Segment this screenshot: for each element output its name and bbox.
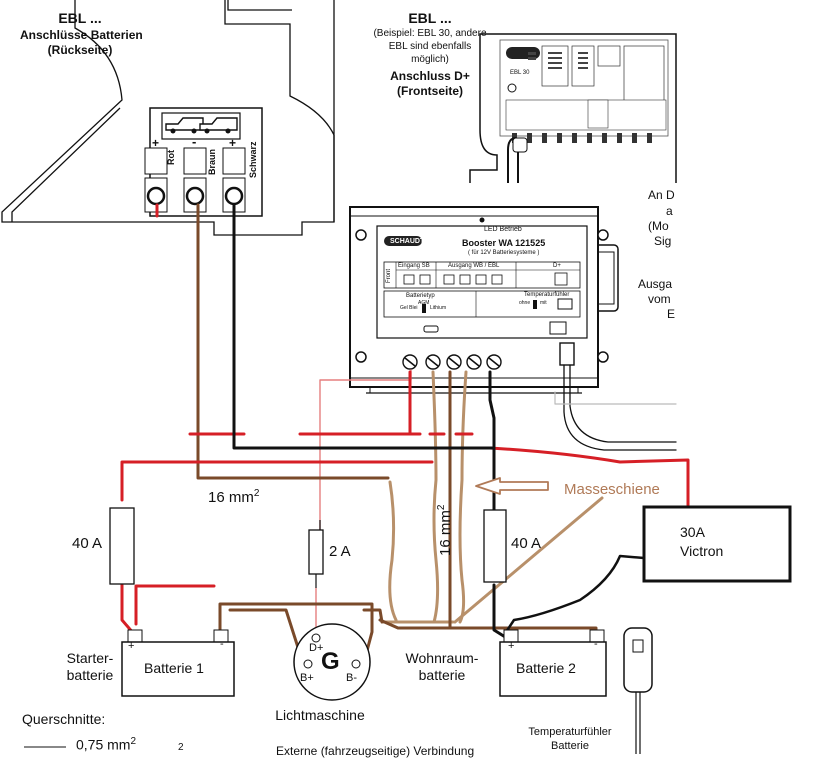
booster-unit [349, 206, 619, 394]
side-text-2: a [666, 204, 673, 218]
ebl-front-note3: möglich) [411, 54, 449, 65]
booster-model: Booster WA 121525 [462, 238, 546, 248]
battery-2-label: Batterie 2 [516, 660, 576, 676]
side-text-3: (Mo [648, 219, 669, 233]
booster-batterietyp: Batterietyp [406, 293, 435, 299]
fuse-right [483, 509, 507, 583]
legend-thin-value: 0,75 mm2 [76, 736, 137, 753]
side-text-6: vom [648, 292, 671, 306]
booster-lithium: Lithium [430, 305, 447, 311]
terminal-plus2-label: + [229, 136, 237, 150]
booster-mit: mit [540, 300, 547, 306]
booster-temperaturfuehler: Temperaturfühler [524, 292, 570, 298]
victron-line2: Victron [680, 543, 724, 559]
legend-title: Querschnitte: [22, 711, 106, 727]
booster-brand: SCHAUDT [390, 238, 425, 245]
cross-section-vertical: 16 mm2 [436, 504, 454, 556]
battery-1-plus: + [128, 640, 135, 652]
masseschiene-label: Masseschiene [564, 481, 660, 498]
booster-dplus-plug [559, 342, 575, 366]
ebl-terminal-block [144, 107, 263, 217]
alternator-dplus: D+ [309, 642, 324, 654]
temp-sensor-line2: Batterie [551, 740, 589, 752]
cross-section-top: 16 mm2 [208, 488, 260, 506]
booster-eingang: Eingang SB [398, 263, 430, 269]
booster-gel-blei: Gel Blei [400, 305, 418, 311]
ebl-brand-logo [506, 47, 540, 59]
fuse-mid-label: 2 A [329, 543, 351, 560]
booster-agm: AGM [418, 300, 430, 306]
fuse-mid [308, 529, 324, 575]
terminal-plus-label: + [152, 136, 160, 150]
legend-second-sup: 2 [178, 742, 184, 753]
side-text-7: E [667, 307, 676, 321]
starter-label-1: Starter- [66, 650, 114, 666]
wires [120, 203, 690, 754]
side-text-5: Ausga [638, 277, 673, 291]
ebl-back-housing [1, 0, 335, 236]
booster-front: Front [386, 268, 392, 283]
side-text-1: An D [648, 188, 675, 202]
terminal-rot-label: Rot [166, 150, 176, 165]
victron-box [642, 505, 792, 583]
legend-external: Externe (fahrzeugseitige) Verbindung [276, 744, 475, 758]
booster-brand-logo [384, 236, 422, 246]
house-battery [499, 629, 607, 697]
battery-1-minus: - [220, 638, 224, 650]
cross-section-vert-sup: 2 [436, 504, 447, 511]
booster-ohne: ohne [519, 300, 531, 306]
alternator-bplus: B+ [300, 672, 314, 684]
ebl-back-title: EBL ... [58, 10, 102, 26]
legend-thin-sup: 2 [130, 736, 137, 747]
terminal-schwarz [224, 186, 244, 206]
temperature-sensor [623, 627, 653, 693]
terminal-schwarz-label: Schwarz [248, 141, 258, 178]
alternator-bminus: B- [346, 672, 357, 684]
ebl-front-line2: (Frontseite) [397, 84, 463, 98]
ebl-back-line1: Anschlüsse Batterien [20, 28, 143, 42]
ebl-front-title: EBL ... [408, 10, 452, 26]
battery-2-plus: + [508, 640, 515, 652]
booster-subtitle: ( für 12V Batteriesysteme ) [468, 250, 540, 256]
booster-ausgang: Ausgang WB / EBL [448, 263, 500, 269]
terminal-rot [146, 186, 166, 206]
wohnraum-label-1: Wohnraum- [405, 650, 479, 666]
terminal-minus-label: - [192, 134, 197, 149]
side-text-4: Sig [654, 234, 672, 248]
terminal-braun [185, 186, 205, 206]
ebl-back-line2: (Rückseite) [47, 43, 113, 57]
fuse-left-label: 40 A [72, 535, 103, 552]
alternator [293, 623, 371, 701]
wohnraum-label-2: batterie [418, 667, 466, 683]
fuse-left [109, 507, 135, 585]
starter-battery [121, 629, 235, 697]
alternator-label: Lichtmaschine [275, 707, 365, 723]
alternator-letter: G [321, 648, 340, 675]
ebl-front-note2: EBL sind ebenfalls [388, 41, 472, 52]
ebl-front-line1: Anschluss D+ [390, 69, 470, 83]
battery-2-minus: - [594, 638, 598, 650]
temp-sensor-line1: Temperaturfühler [528, 726, 612, 738]
victron-line1: 30A [680, 524, 705, 540]
booster-dplus: D+ [553, 263, 561, 269]
terminal-braun-label: Braun [207, 148, 217, 175]
battery-1-label: Batterie 1 [144, 660, 204, 676]
ebl-panel-label: EBL 30 [510, 70, 530, 76]
booster-led-label: LED Betrieb [484, 226, 522, 233]
starter-label-2: batterie [66, 667, 114, 683]
fuse-right-label: 40 A [511, 535, 542, 552]
cross-section-top-sup: 2 [253, 488, 260, 499]
ebl-front-panel [469, 33, 677, 183]
ebl-front-note1: (Beispiel: EBL 30, andere [373, 28, 487, 39]
